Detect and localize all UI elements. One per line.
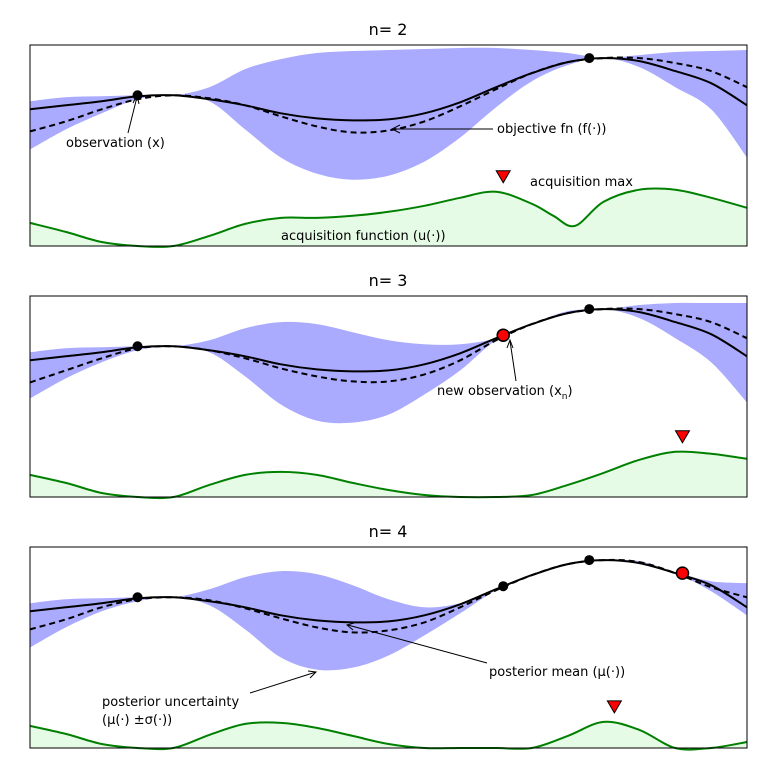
annotation-observation: observation (x) [66,93,165,151]
uncertainty-band [30,559,747,671]
axes-frame [29,44,748,247]
uncertainty-band [30,302,747,424]
new-observation-point [496,328,510,342]
axes-frame [29,546,748,749]
annotation-label: new observation (xn) [437,384,573,402]
arrow-head [345,622,355,631]
uncertainty-band [30,47,747,180]
posterior-mean-line [29,56,748,134]
acquisition-function-line [29,450,748,500]
annotation-acquisition-function: acquisition function (u(·)) [281,229,446,244]
annotation-posterior-uncertainty: posterior uncertainty (μ(·) ±σ(·)) [102,670,318,728]
plot-area [29,555,748,751]
arrow-head [390,124,401,134]
plot-area [29,302,748,500]
annotation-posterior-mean: posterior mean (μ(·)) [345,622,625,680]
acquisition-max-marker [674,430,691,444]
acquisition-area [30,451,747,499]
observation-point [498,581,509,592]
posterior-mean-line [29,307,748,384]
acquisition-function-line [29,720,748,751]
acquisition-max-marker [606,700,623,714]
annotation-new-observation: new observation (xn) [437,338,573,402]
acquisition-area [30,721,747,750]
panel-title: n= 2 [369,20,408,39]
panel-n4: n= 4 posterior mean (μ(·)) posterior unc… [29,522,748,751]
new-observation-point [675,566,690,580]
posterior-mean-line [29,558,748,634]
annotation-acquisition-max: acquisition max [530,175,633,190]
panel-title: n= 4 [369,522,408,541]
axes-frame [29,295,748,498]
arrow-head [307,670,318,679]
annotation-arrow [509,340,517,382]
annotation-arrow [127,96,138,134]
annotation-label: posterior mean (μ(·)) [489,665,625,680]
annotation-objective-fn: objective fn (f(·)) [390,122,606,137]
panel-n3: n= 3 new observation (xn) [29,271,748,500]
arrow-head [132,93,140,105]
acquisition-max-marker [495,170,512,184]
acquisition-function-line [29,187,748,248]
observation-point [584,304,595,315]
annotation-label: objective fn (f(·)) [497,122,606,137]
annotation-arrow [347,624,488,664]
acquisition-area [30,188,747,247]
annotation-label-line1: posterior uncertainty [102,695,239,710]
objective-fn-line [29,57,748,122]
annotation-label-line2: (μ(·) ±σ(·)) [102,713,172,728]
panel-n2: n= 2 observation (x) objective fn (f(·))… [29,20,748,248]
plot-area [29,47,748,248]
annotation-label: observation (x) [66,136,165,151]
observation-point [132,341,143,352]
arrow-head [506,338,514,349]
observation-point [584,53,595,64]
panel-title: n= 3 [369,271,408,290]
annotation-arrow [249,671,317,694]
observation-point [132,592,143,603]
observation-point [584,555,595,566]
